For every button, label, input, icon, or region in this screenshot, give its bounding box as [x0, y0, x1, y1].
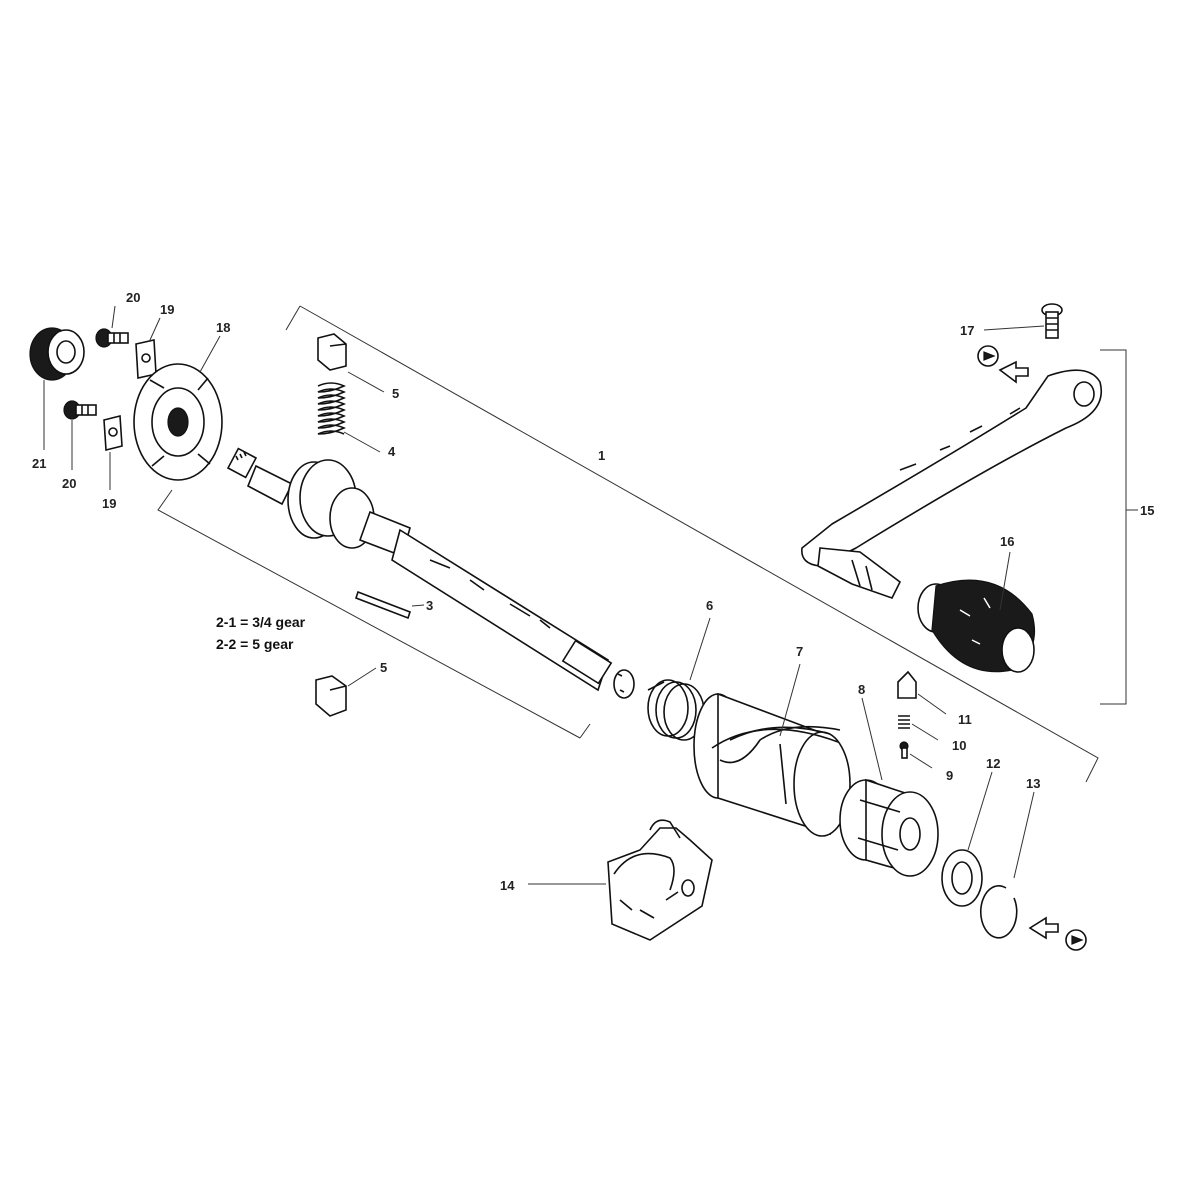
callout-18: 18 — [216, 320, 230, 335]
callout-19-top: 19 — [160, 302, 174, 317]
callout-12: 12 — [986, 756, 1000, 771]
cam-part-8 — [839, 697, 939, 877]
callout-labels: 1 3 4 5 5 6 7 8 9 10 11 12 13 14 15 16 1… — [32, 290, 1154, 893]
callout-6: 6 — [706, 598, 713, 613]
callout-5-top: 5 — [392, 386, 399, 401]
selector-fork-part-14 — [528, 819, 713, 941]
block-part-5-top — [317, 333, 385, 393]
washer-part-19-bottom — [103, 414, 123, 490]
callout-4: 4 — [388, 444, 396, 459]
bolt-part-17 — [983, 303, 1063, 339]
washer-part-12 — [941, 771, 993, 907]
callout-20-top: 20 — [126, 290, 140, 305]
group-bracket-1 — [157, 305, 1099, 783]
spring-part-10 — [898, 715, 939, 741]
callout-15: 15 — [1140, 503, 1154, 518]
callout-17: 17 — [960, 323, 974, 338]
screw-part-9 — [899, 741, 933, 769]
circlip-part-13 — [979, 791, 1035, 939]
gear-note-line-1: 2-1 = 3/4 gear — [216, 614, 306, 630]
washer-part-19-top — [135, 317, 161, 379]
selector-shaft-part-2 — [226, 447, 635, 699]
selector-drum-part-7 — [693, 663, 851, 837]
view-arrow-top — [977, 345, 1029, 384]
cam-plate-part-18 — [133, 335, 223, 481]
callout-19-bottom: 19 — [102, 496, 116, 511]
callout-7: 7 — [796, 644, 803, 659]
block-part-5-bottom — [315, 667, 377, 717]
callout-13: 13 — [1026, 776, 1040, 791]
detent-plunger-part-11 — [897, 670, 947, 715]
nut-part-21 — [29, 327, 85, 450]
callout-21: 21 — [32, 456, 46, 471]
callout-10: 10 — [952, 738, 966, 753]
callout-5-bottom: 5 — [380, 660, 387, 675]
screw-part-20-top — [95, 305, 129, 348]
spring-part-4 — [317, 382, 381, 453]
callout-14: 14 — [500, 878, 515, 893]
view-arrow-bottom — [1028, 916, 1087, 951]
knob-part-16 — [917, 551, 1036, 673]
gear-note-line-2: 2-2 = 5 gear — [216, 636, 294, 652]
group-bracket-15 — [1100, 349, 1138, 705]
screw-part-20-bottom — [63, 400, 97, 470]
callout-16: 16 — [1000, 534, 1014, 549]
callout-1: 1 — [598, 448, 605, 463]
callout-11: 11 — [958, 712, 972, 727]
callout-20-bottom: 20 — [62, 476, 76, 491]
gear-lever-part-15 — [801, 369, 1102, 599]
callout-3: 3 — [426, 598, 433, 613]
pin-part-3 — [354, 590, 425, 620]
callout-8: 8 — [858, 682, 865, 697]
callout-9: 9 — [946, 768, 953, 783]
